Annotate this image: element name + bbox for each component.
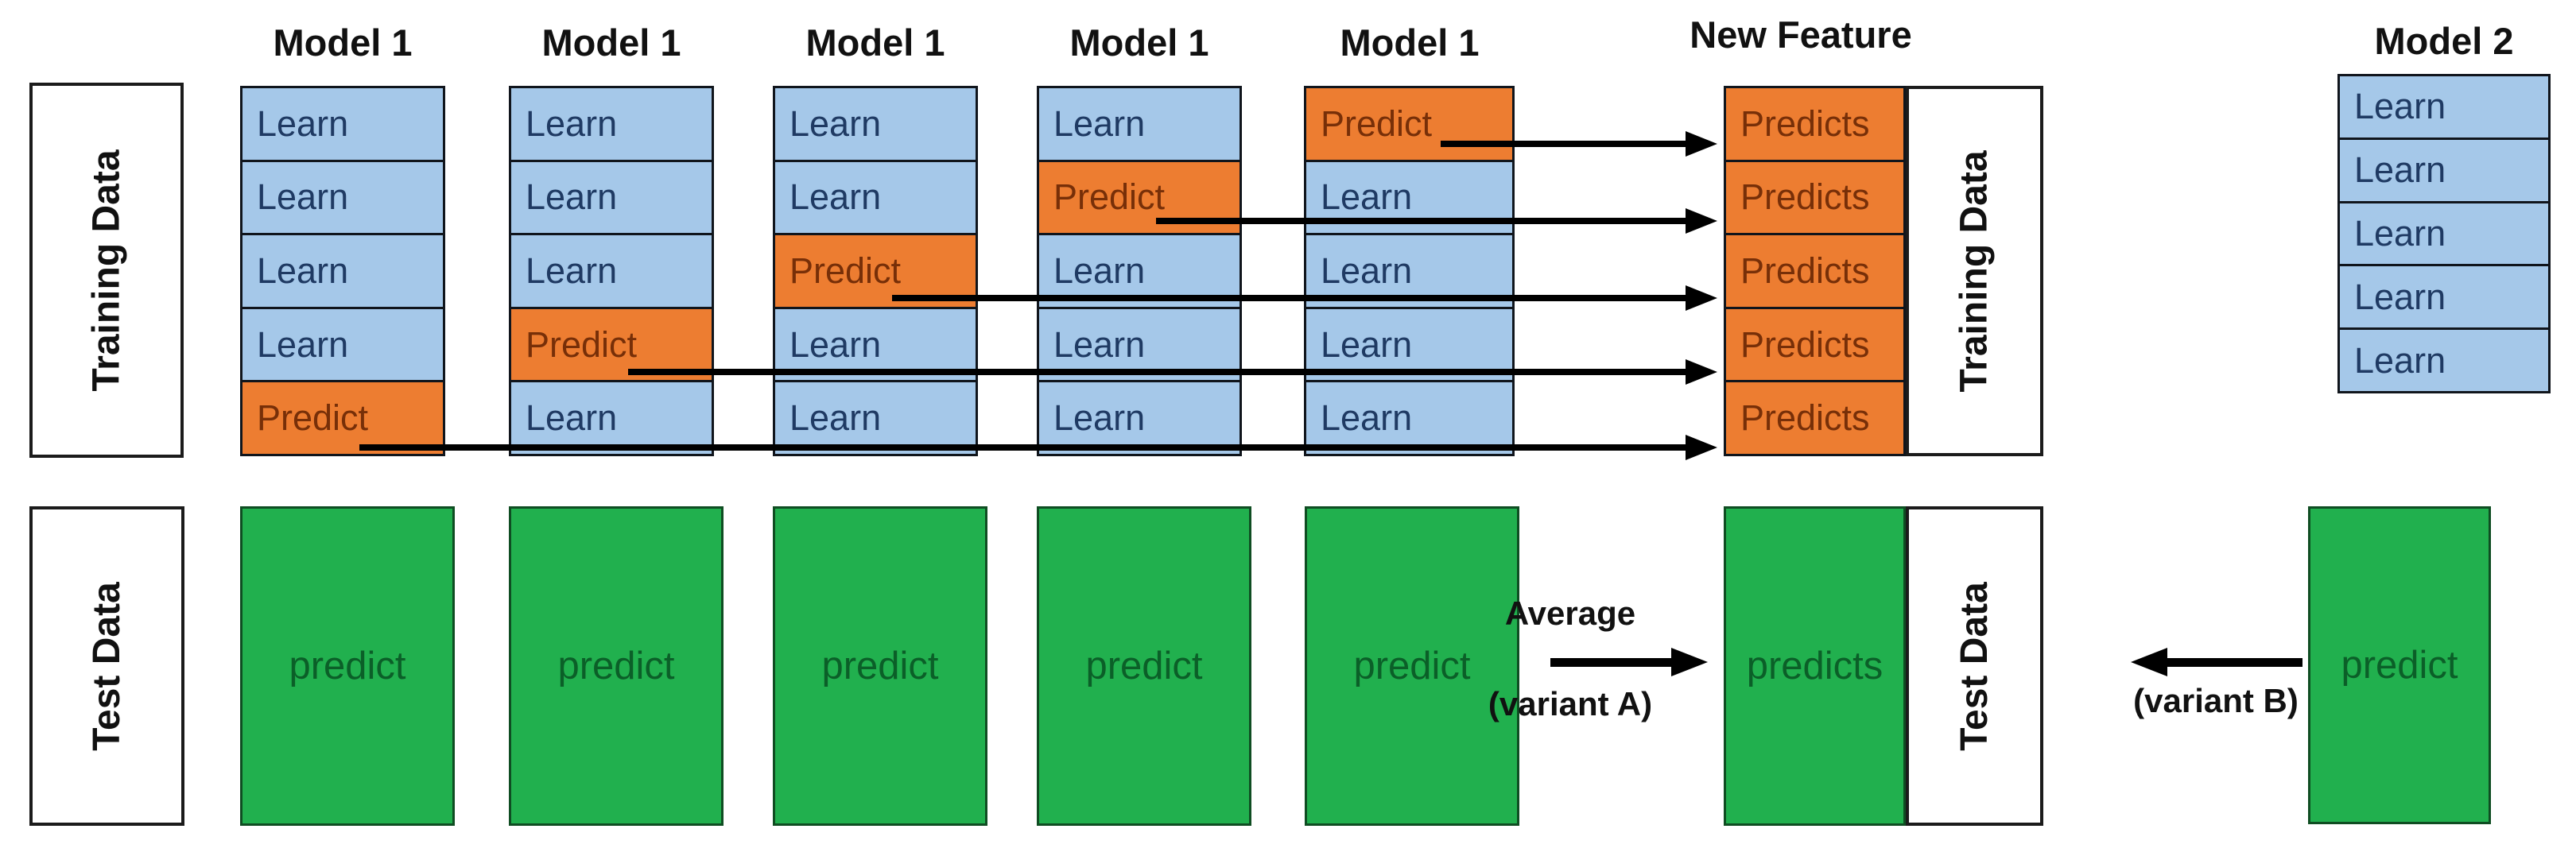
model2-cell: Learn	[2337, 327, 2551, 393]
test-predict-box-1: predict	[240, 506, 455, 826]
new-feature-cell: Predicts	[1724, 159, 1906, 236]
test-data-box-right: Test Data	[1906, 506, 2043, 826]
test-predict-box-2: predict	[509, 506, 724, 826]
train-column-4: Learn Predict Learn Learn Learn	[1037, 86, 1242, 456]
new-feature-cell: Predicts	[1724, 380, 1906, 456]
training-data-box-right: Training Data	[1906, 86, 2043, 456]
model2-cell: Learn	[2337, 74, 2551, 140]
model2-column: Learn Learn Learn Learn Learn	[2337, 74, 2551, 393]
fold-arrow-1-head-icon	[1686, 435, 1717, 460]
fold-arrow-3	[892, 295, 1687, 301]
test-data-label-right: Test Data	[1953, 581, 1996, 751]
variant-a-arrow	[1550, 658, 1674, 667]
fold-arrow-4-head-icon	[1686, 208, 1717, 234]
model2-cell: Learn	[2337, 264, 2551, 331]
model1-header-2: Model 1	[541, 21, 681, 64]
new-feature-cell: Predicts	[1724, 86, 1906, 162]
model1-header-5: Model 1	[1340, 21, 1480, 64]
test-data-label-left: Test Data	[86, 581, 129, 751]
model1-header-4: Model 1	[1069, 21, 1209, 64]
train-cell: Learn	[509, 86, 714, 162]
variant-a-arrow-head-icon	[1671, 648, 1708, 676]
train-cell-predict: Predict	[240, 380, 445, 456]
train-cell: Learn	[1037, 380, 1242, 456]
fold-arrow-5-head-icon	[1686, 131, 1717, 157]
training-data-label-right: Training Data	[1953, 149, 1996, 393]
fold-arrow-5	[1441, 141, 1687, 147]
fold-arrow-4	[1156, 218, 1687, 224]
train-cell: Learn	[773, 159, 978, 236]
train-column-2: Learn Learn Learn Predict Learn	[509, 86, 714, 456]
train-cell: Learn	[240, 306, 445, 383]
train-cell: Learn	[773, 86, 978, 162]
train-column-3: Learn Learn Predict Learn Learn	[773, 86, 978, 456]
new-feature-header: New Feature	[1690, 14, 1912, 56]
test-predict-box-5: predict	[1305, 506, 1519, 826]
variant-a-label: (variant A)	[1488, 685, 1653, 722]
train-cell: Learn	[240, 233, 445, 309]
model2-cell: Learn	[2337, 200, 2551, 267]
test-predict-box-4: predict	[1037, 506, 1251, 826]
model2-cell: Learn	[2337, 137, 2551, 203]
model2-header: Model 2	[2374, 20, 2514, 62]
fold-arrow-2	[628, 369, 1687, 375]
model1-header-1: Model 1	[273, 21, 413, 64]
train-cell-predict: Predict	[1304, 86, 1515, 162]
train-cell: Learn	[1037, 86, 1242, 162]
train-cell: Learn	[509, 233, 714, 309]
new-feature-cell: Predicts	[1724, 306, 1906, 383]
fold-arrow-3-head-icon	[1686, 285, 1717, 311]
train-cell: Learn	[509, 159, 714, 236]
variant-b-arrow-head-icon	[2131, 648, 2167, 676]
test-predicts-box: predicts	[1724, 506, 1906, 826]
new-feature-column: Predicts Predicts Predicts Predicts Pred…	[1724, 86, 1906, 456]
train-cell: Learn	[240, 159, 445, 236]
train-cell: Learn	[773, 380, 978, 456]
train-cell: Learn	[1304, 380, 1515, 456]
train-cell: Learn	[240, 86, 445, 162]
train-column-1: Learn Learn Learn Learn Predict	[240, 86, 445, 456]
test-data-box-left: Test Data	[29, 506, 184, 826]
training-data-box-left: Training Data	[29, 83, 184, 458]
train-cell: Learn	[509, 380, 714, 456]
model2-test-predict-box: predict	[2308, 506, 2491, 824]
new-feature-cell: Predicts	[1724, 233, 1906, 309]
model1-header-3: Model 1	[805, 21, 945, 64]
variant-b-label: (variant B)	[2133, 682, 2299, 719]
fold-arrow-2-head-icon	[1686, 359, 1717, 385]
test-predict-box-3: predict	[773, 506, 987, 826]
training-data-label-left: Training Data	[85, 149, 128, 392]
fold-arrow-1	[359, 444, 1687, 451]
variant-b-arrow	[2166, 658, 2302, 667]
average-label: Average	[1504, 595, 1636, 632]
